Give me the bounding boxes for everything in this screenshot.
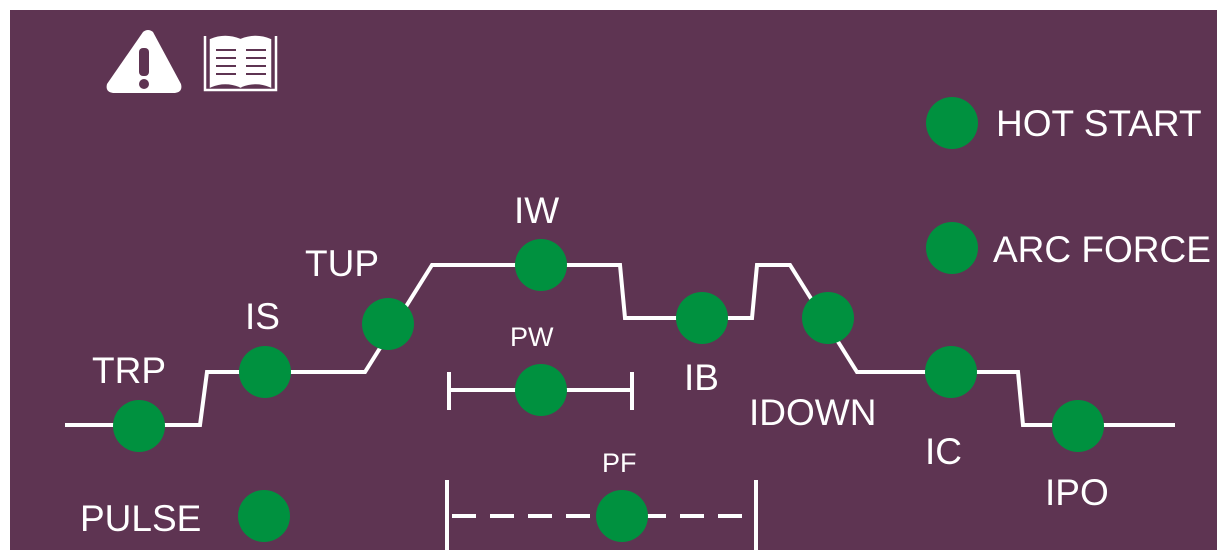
pw-indicator[interactable] [515, 364, 567, 416]
arc-force-label: ARC FORCE [993, 229, 1211, 270]
current-waveform [65, 263, 1175, 427]
ipo-label: IPO [1045, 472, 1109, 513]
is-label: IS [245, 296, 280, 337]
ipo-indicator[interactable] [1052, 400, 1104, 452]
pw-label: PW [510, 322, 554, 352]
idown-label: IDOWN [749, 392, 876, 433]
hot-start-indicator[interactable] [926, 97, 978, 149]
pf-range-bar [445, 480, 758, 550]
warning-triangle-icon [106, 30, 182, 93]
pf-indicator[interactable] [596, 490, 648, 542]
hot-start-label: HOT START [996, 103, 1202, 144]
idown-indicator[interactable] [802, 292, 854, 344]
pulse-indicator[interactable] [238, 490, 290, 542]
welding-control-panel: TRP IS TUP IW PW IB IDOWN IC IPO PF PULS… [10, 10, 1217, 550]
iw-label: IW [514, 190, 559, 231]
pf-label: PF [602, 448, 637, 478]
trp-label: TRP [92, 350, 166, 391]
pulse-label: PULSE [80, 498, 201, 539]
open-book-icon [203, 35, 278, 92]
ic-label: IC [925, 431, 962, 472]
is-indicator[interactable] [239, 346, 291, 398]
welding-cycle-diagram: TRP IS TUP IW PW IB IDOWN IC IPO PF PULS… [65, 30, 1211, 550]
ib-indicator[interactable] [676, 292, 728, 344]
ic-indicator[interactable] [925, 346, 977, 398]
ib-label: IB [684, 357, 719, 398]
arc-force-indicator[interactable] [926, 222, 978, 274]
iw-indicator[interactable] [515, 239, 567, 291]
tup-label: TUP [305, 243, 379, 284]
trp-indicator[interactable] [113, 400, 165, 452]
tup-indicator[interactable] [362, 298, 414, 350]
